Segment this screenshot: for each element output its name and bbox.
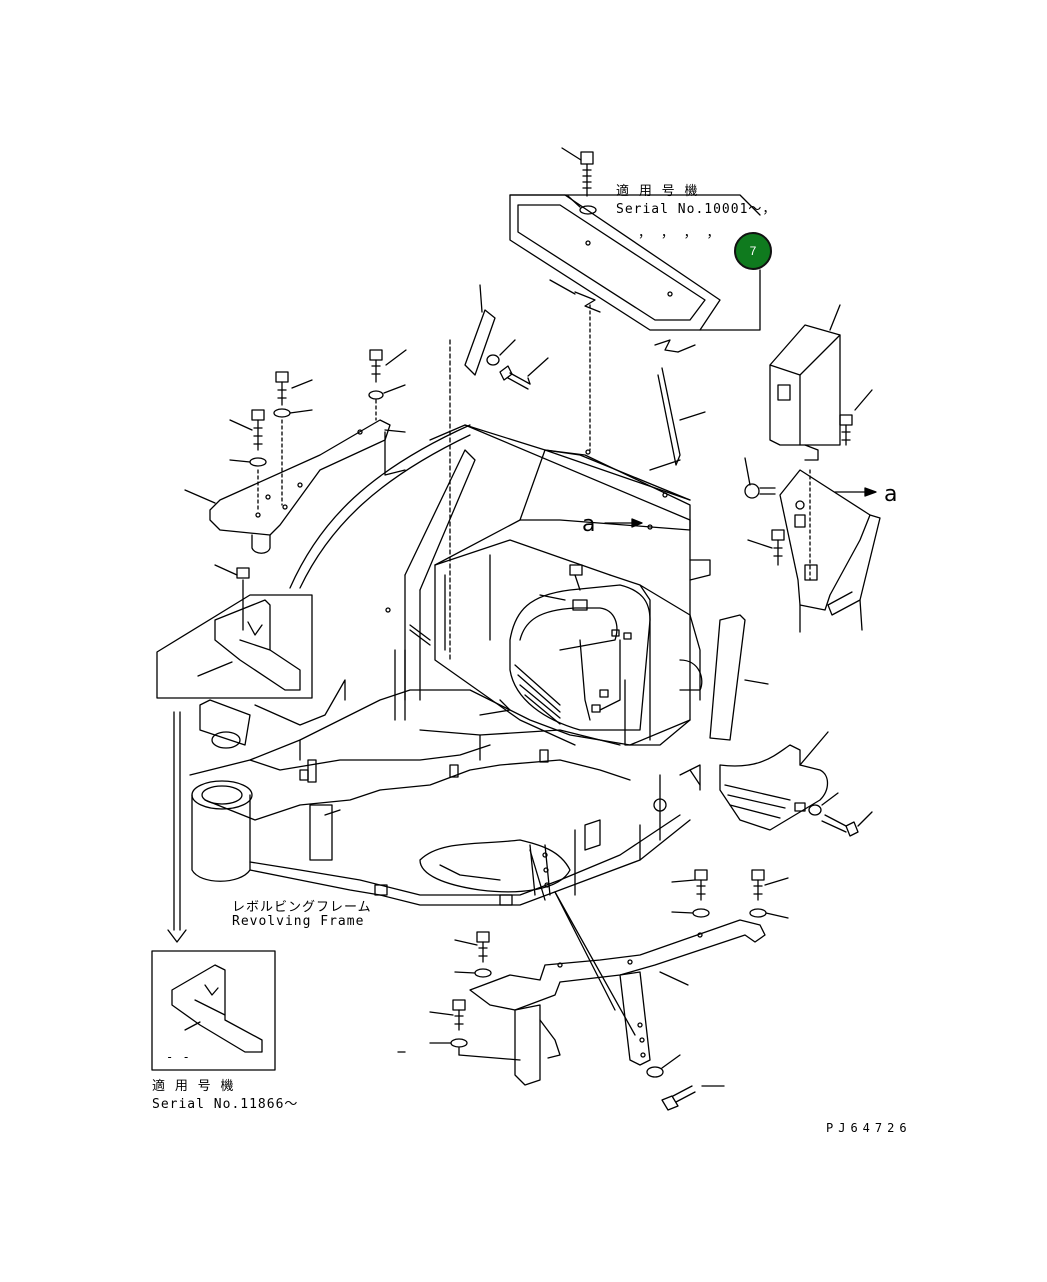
- clip-2: [655, 340, 678, 352]
- revolving-frame-en: Revolving Frame: [232, 914, 365, 929]
- washer-lower-2: [750, 909, 766, 917]
- right-side-box: [610, 560, 710, 745]
- right-lower-cover: [710, 615, 828, 830]
- bolt-right-lower: [822, 812, 872, 836]
- inset-lower: [152, 951, 275, 1070]
- bolt-right-2: [745, 458, 775, 498]
- serial-bottom: Serial No.11866～: [152, 1097, 299, 1112]
- revolving-frame-jp: レボルビングフレーム: [232, 900, 372, 915]
- leader-callout-7: [700, 270, 760, 330]
- washer-right-lower: [809, 805, 821, 815]
- main-box: [430, 425, 690, 745]
- applicable-bottom-jp: 適 用 号 機: [152, 1079, 235, 1094]
- arrow-a-right-shape: [835, 488, 876, 496]
- arrow-a-center-shape: [605, 519, 642, 527]
- washer-top: [580, 206, 596, 214]
- serial-top: Serial No.10001～，: [616, 202, 777, 217]
- left-top-bracket: [185, 420, 390, 553]
- bolt-right-3: [748, 530, 784, 565]
- arrow-a-center-label: a: [582, 512, 596, 537]
- inset-link-arrow: [168, 712, 186, 942]
- washer-left-2: [274, 409, 290, 417]
- bolt-left-2: [276, 372, 312, 405]
- bolt-left-1: [230, 410, 264, 450]
- bolt-lower-2: [752, 870, 788, 900]
- bolt-lower-1: [672, 870, 707, 900]
- console: [510, 565, 650, 730]
- revolving-frame: [190, 650, 700, 905]
- vertical-plate: [450, 285, 495, 660]
- right-strip: [650, 368, 705, 470]
- right-cover-box: [770, 305, 840, 460]
- bolt-lower-3: [455, 932, 489, 962]
- bolt-lower-5: [662, 1086, 724, 1110]
- callout-7[interactable]: 7: [734, 232, 772, 270]
- serial-commas: ， ， ， ，: [638, 226, 721, 241]
- washer-mid: [487, 355, 499, 365]
- clip-1: [575, 292, 600, 312]
- bolt-right-1: [840, 390, 872, 445]
- left-curved-panel: [290, 425, 475, 700]
- lower-bracket: [470, 850, 765, 1085]
- bolt-mid: [500, 358, 548, 389]
- inset-upper: [157, 565, 312, 698]
- right-bracket-plate: [780, 470, 870, 610]
- washer-lower-3: [475, 969, 491, 977]
- bolt-top: [562, 148, 593, 196]
- right-strip-bar: [828, 515, 880, 630]
- washer-lower-5: [647, 1067, 663, 1077]
- washer-lower-4: [451, 1039, 467, 1047]
- arrow-a-right-label: a: [884, 482, 898, 507]
- bolt-left-3: [370, 350, 406, 382]
- bolt-lower-4: [430, 1000, 465, 1030]
- washer-left-1: [250, 458, 266, 466]
- washer-left-3: [369, 391, 383, 399]
- inset-dash: - -: [166, 1050, 191, 1064]
- applicable-top-jp: 適 用 号 機: [616, 184, 699, 199]
- washer-lower-1: [693, 909, 709, 917]
- drawing-id: PJ64726: [826, 1121, 912, 1135]
